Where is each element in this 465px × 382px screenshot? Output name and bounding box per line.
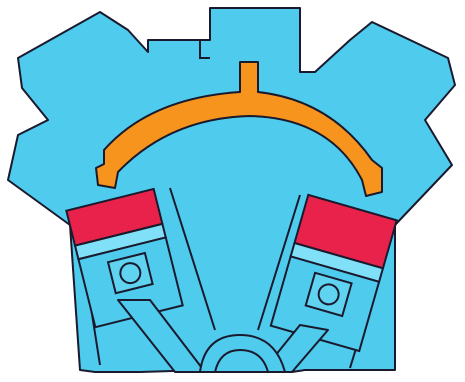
engine-block: [8, 8, 455, 372]
